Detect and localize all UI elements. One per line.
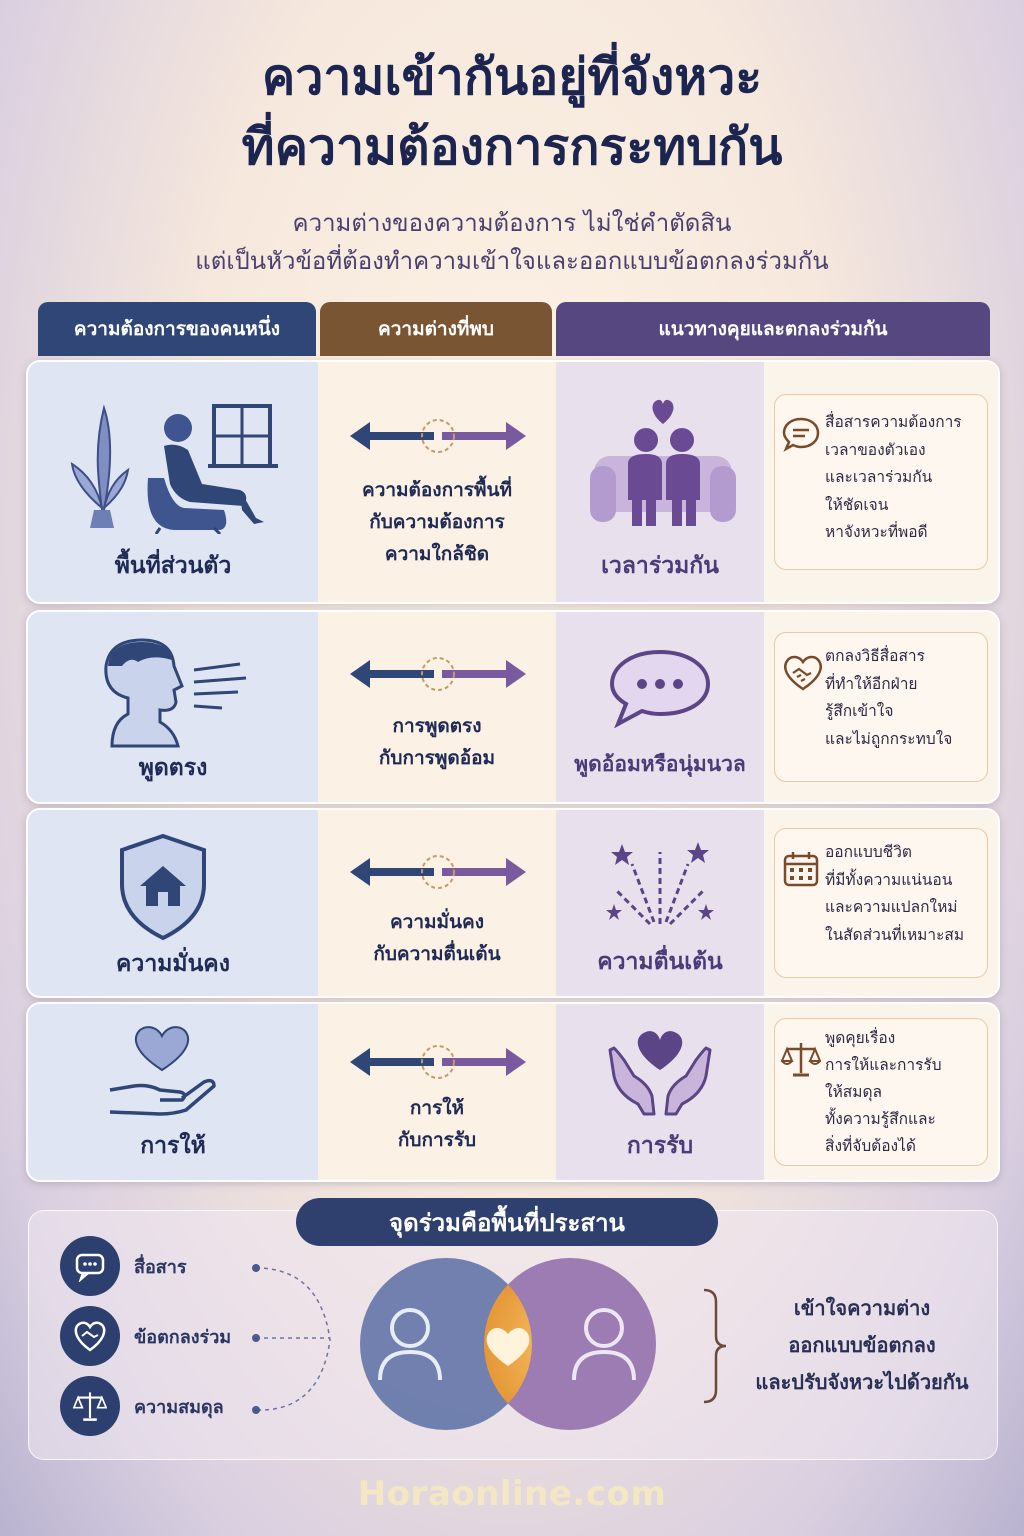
column-header-need: ความต้องการของคนหนึ่ง — [38, 302, 316, 356]
fireworks-icon — [606, 842, 714, 926]
venn-circle-left — [360, 1258, 532, 1430]
title-line-1: ความเข้ากันอยู่ที่จังหวะ — [261, 48, 763, 106]
comparison-row: พื้นที่ส่วนตัว ความต้องการพื้นที่ กับควา… — [26, 360, 1000, 604]
calendar-icon — [783, 852, 819, 887]
hands-receiving-heart-icon — [608, 1031, 712, 1116]
subtitle-line-1: ความต่างของความต้องการ ไม่ใช่คำตัดสิน — [292, 209, 732, 237]
balance-scale-icon — [73, 1392, 107, 1421]
two-way-arrow-icon — [350, 1045, 526, 1079]
need-label: พื้นที่ส่วนตัว — [114, 553, 232, 579]
title-line-2: ที่ความต้องการกระทบกัน — [241, 118, 783, 176]
agreement-note: สื่อสารความต้องการ เวลาของตัวเอง และเวลา… — [774, 394, 988, 570]
person-right-icon — [572, 1308, 636, 1381]
agreement-label: ความตื่นเต้น — [597, 949, 723, 975]
difference-text: การพูดตรง กับการพูดอ้อม — [378, 715, 496, 769]
heart-icon — [486, 1328, 530, 1366]
difference-text: การให้ กับการรับ — [397, 1097, 477, 1151]
connector-lines — [252, 1264, 331, 1414]
comparison-row: การให้ การให้ กับการรับ การรับ — [26, 1002, 1000, 1182]
hand-giving-heart-icon — [109, 1026, 216, 1116]
need-label: พูดตรง — [138, 755, 208, 781]
difference-text: ความมั่นคง กับความตื่นเต้น — [373, 911, 501, 965]
two-way-arrow-icon — [350, 657, 526, 691]
column-header-agreement: แนวทางคุยและตกลงร่วมกัน — [556, 302, 990, 356]
speech-bubble-icon — [609, 649, 711, 728]
person-left-icon — [378, 1308, 442, 1381]
speaking-head-icon — [104, 638, 247, 748]
agreement-note: พูดคุยเรื่อง การให้และการรับ ให้สมดุล ทั… — [774, 1018, 988, 1166]
common-ground-title: จุดร่วมคือพื้นที่ประสาน — [296, 1198, 718, 1246]
venn-diagram — [360, 1258, 656, 1430]
agreement-note: ออกแบบชีวิต ที่มีทั้งความแน่นอน และความแ… — [774, 828, 988, 978]
two-way-arrow-icon — [350, 419, 526, 453]
agreement-label: เวลาร่วมกัน — [601, 553, 719, 579]
comparison-row: ความมั่นคง ความมั่นคง กับความตื่นเต้น คว… — [26, 808, 1000, 998]
agreement-label: พูดอ้อมหรือนุ่มนวล — [574, 752, 746, 776]
page-title: ความเข้ากันอยู่ที่จังหวะ ที่ความต้องการก… — [0, 42, 1024, 182]
column-header-difference: ความต่างที่พบ — [320, 302, 552, 356]
agreement-label: การรับ — [626, 1133, 694, 1159]
two-way-arrow-icon — [350, 855, 526, 889]
difference-text: ความต้องการพื้นที่ กับความต้องการ ความใก… — [361, 479, 512, 565]
shield-house-icon — [120, 833, 206, 941]
subtitle: ความต่างของความต้องการ ไม่ใช่คำตัดสิน แต… — [0, 204, 1024, 280]
bracket — [703, 1288, 727, 1404]
chat-bubble-icon — [75, 1253, 105, 1282]
agreement-note: ตกลงวิธีสื่อสาร ที่ทำให้อีกฝ่าย รู้สึกเข… — [774, 632, 988, 782]
person-in-armchair-icon — [70, 404, 278, 534]
couple-on-sofa-icon — [590, 399, 736, 526]
need-label: การให้ — [140, 1133, 206, 1159]
summary-text: เข้าใจความต่าง ออกแบบข้อตกลง และปรับจังห… — [755, 1296, 969, 1394]
venn-circle-right — [484, 1258, 656, 1430]
need-label: ความมั่นคง — [116, 951, 230, 977]
comparison-row: พูดตรง การพูดตรง กับการพูดอ้อม พูดอ้อมหร… — [26, 610, 1000, 804]
handshake-heart-icon — [74, 1321, 106, 1352]
balance-scale-icon — [781, 1043, 821, 1077]
handshake-heart-icon — [784, 655, 822, 691]
subtitle-line-2: แต่เป็นหัวข้อที่ต้องทำความเข้าใจและออกแบ… — [195, 247, 829, 275]
chat-bubble-icon — [782, 417, 820, 452]
footer-brand: Horaonline.com — [357, 1474, 667, 1514]
